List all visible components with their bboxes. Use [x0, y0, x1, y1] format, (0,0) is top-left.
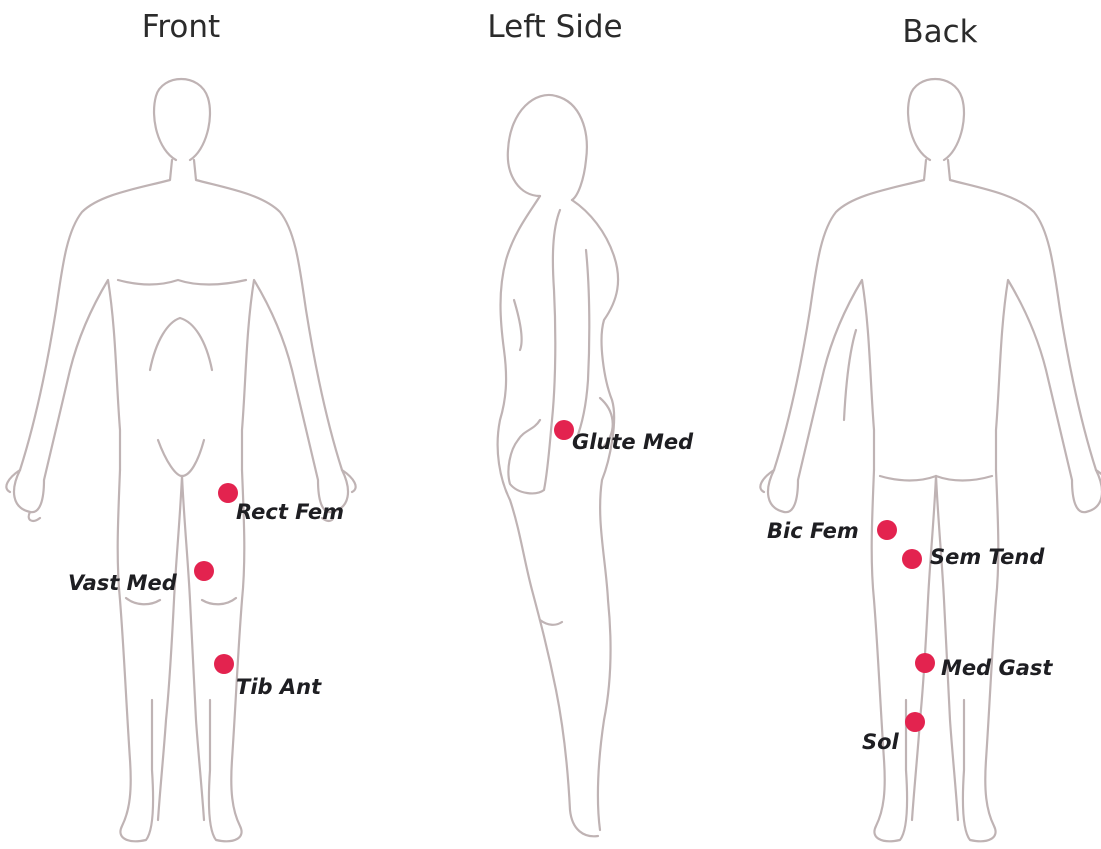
- sol-marker: [905, 712, 925, 732]
- med-gast-marker: [915, 653, 935, 673]
- front-view-title: Front: [142, 9, 220, 45]
- bic-fem-marker: [877, 520, 897, 540]
- vast-med-marker: [194, 561, 214, 581]
- sem-tend-label: Sem Tend: [930, 545, 1045, 569]
- rect-fem-label: Rect Fem: [236, 500, 344, 524]
- back-body-outline: [760, 79, 1101, 841]
- tib-ant-label: Tib Ant: [236, 675, 322, 699]
- left-side-view: Left Side Glute Med: [487, 9, 694, 836]
- vast-med-label: Vast Med: [68, 571, 178, 595]
- glute-med-marker: [554, 420, 574, 440]
- front-body-outline: [6, 79, 355, 841]
- sol-label: Sol: [862, 730, 900, 754]
- back-view: Back Bic Fem Sem Tend Med Gast Sol: [760, 14, 1101, 841]
- bic-fem-label: Bic Fem: [767, 519, 859, 543]
- rect-fem-marker: [218, 483, 238, 503]
- glute-med-label: Glute Med: [572, 430, 694, 454]
- left-side-view-title: Left Side: [487, 9, 622, 45]
- sem-tend-marker: [902, 549, 922, 569]
- side-body-outline: [498, 95, 618, 836]
- tib-ant-marker: [214, 654, 234, 674]
- med-gast-label: Med Gast: [941, 656, 1053, 680]
- back-view-title: Back: [902, 14, 977, 50]
- front-view: Front Rect Fe: [6, 9, 355, 841]
